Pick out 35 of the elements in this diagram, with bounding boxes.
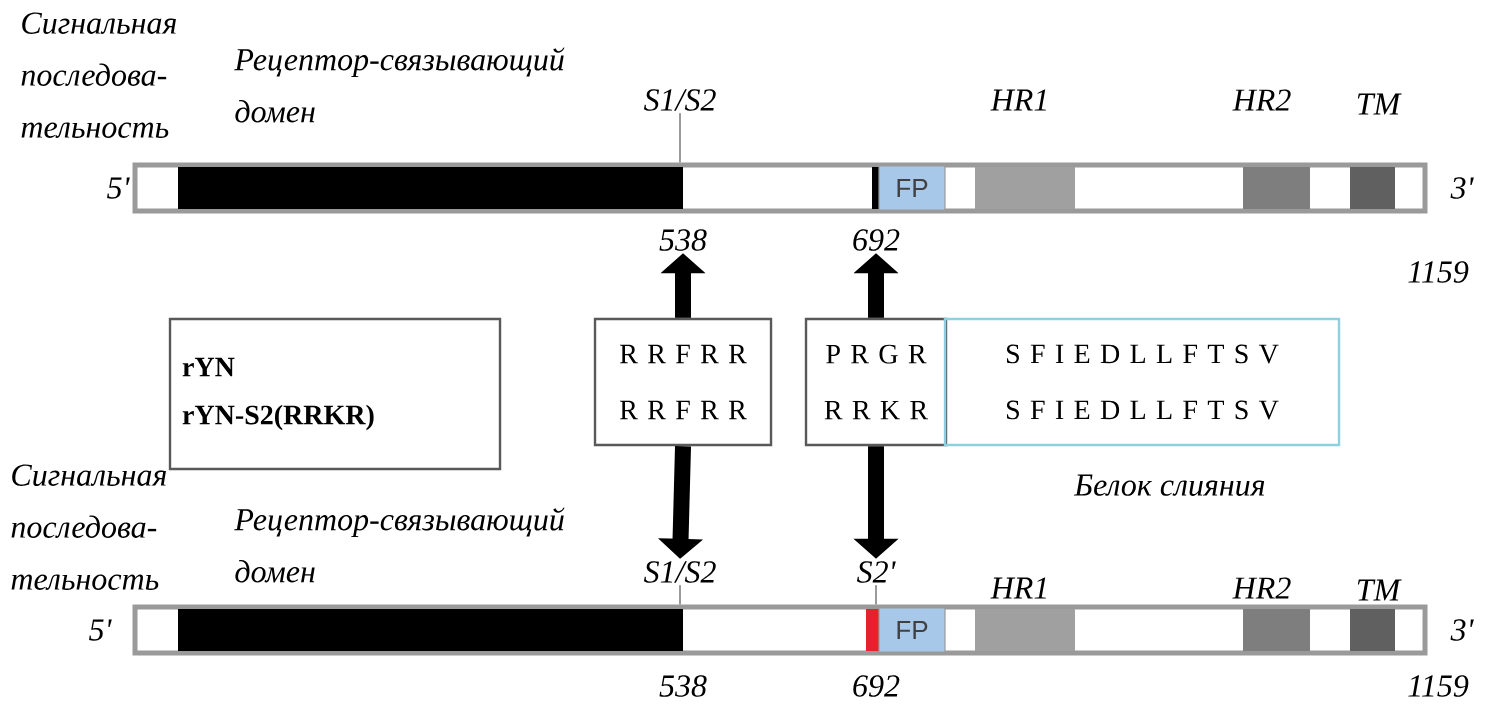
fusion-peptide-box: FP [878,165,946,211]
annotation: HR1 [990,89,1046,111]
annotation: 5' [107,177,130,199]
site-label: S1/S2 [643,89,716,111]
annotation: TM [1357,579,1402,601]
sequence-box: S F I E D L L F T S V S F I E D L L F T S V [943,317,1341,447]
site-label: S2' [856,561,896,583]
leader-line [679,112,681,164]
leader-line [875,584,877,606]
annotation: 692 [853,675,900,697]
annotation: 3' [1450,177,1474,199]
annotation: 5' [89,619,112,641]
position-number: 538 [659,229,707,251]
fusion-peptide-box: FP [878,607,946,653]
annotation: 538 [659,675,707,697]
position-number: 692 [853,229,900,251]
annotation: 1159 [1408,261,1469,283]
annotation: Сигнальная последова-тельность [21,12,176,138]
site-label: S1/S2 [643,561,716,583]
annotation: Рецептор-связывающий домен [234,507,565,583]
annotation: TM [1357,93,1402,115]
annotation: 3' [1450,619,1474,641]
annotation: Сигнальная последова-тельность [11,464,166,590]
annotation: HR2 [1232,89,1291,111]
annotation: HR2 [1232,577,1291,599]
protein-bar-drawing [132,162,1428,214]
protein-bar-drawing [132,604,1428,656]
annotation: HR1 [990,577,1046,599]
strain-box: rYN rYN-S2(RRKR) [168,317,502,471]
leader-line [679,584,681,606]
annotation: 1159 [1408,675,1469,697]
annotation: Рецептор-связывающий домен [234,47,565,123]
sequence-box: R R F R R R R F R R [593,317,773,447]
sequence-box: P R G R R R K R [804,317,948,447]
box-caption: Белок слияния [1073,474,1265,496]
